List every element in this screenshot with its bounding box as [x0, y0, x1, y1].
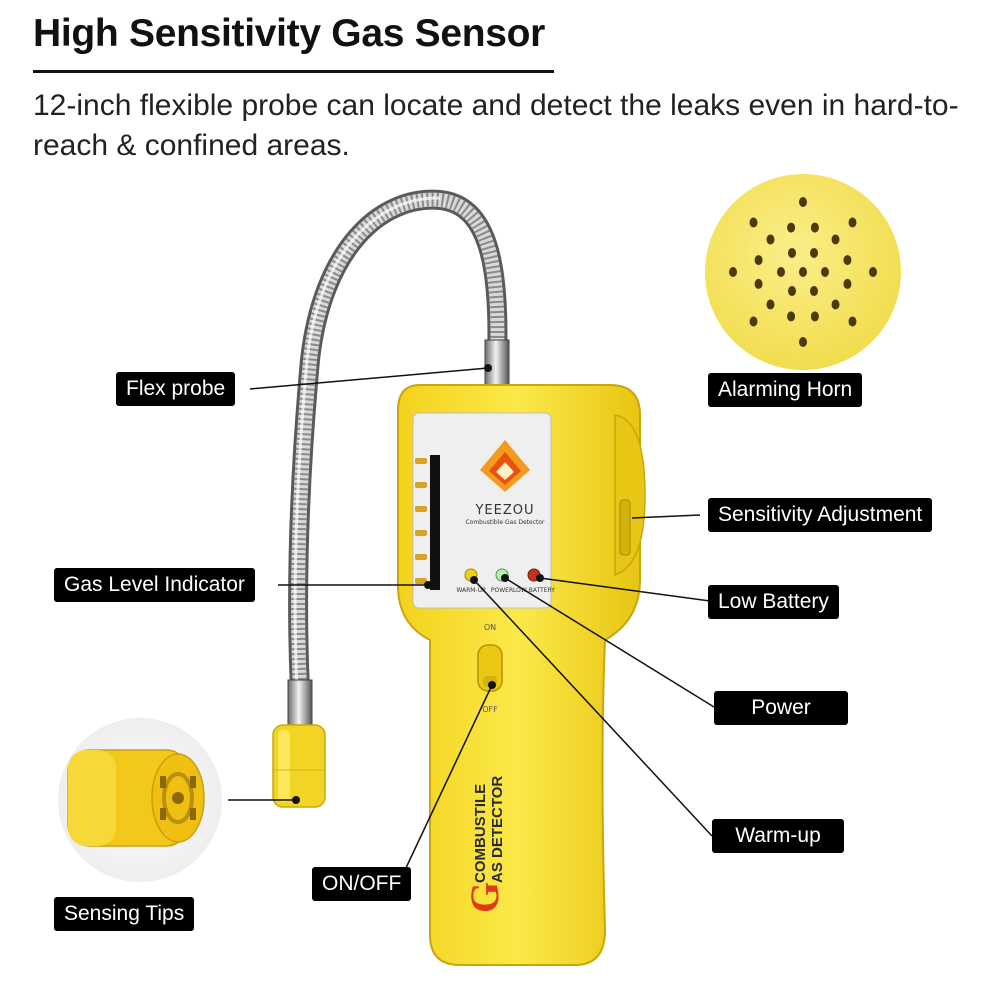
brand-name: YEEZOU [474, 503, 534, 518]
horn-hole [821, 267, 829, 277]
horn-hole [787, 311, 796, 322]
horn-hole [810, 286, 818, 297]
gas-level-leds [415, 458, 427, 584]
horn-hole [810, 311, 819, 322]
sensitivity-knob[interactable] [619, 499, 631, 556]
horn-hole [754, 255, 763, 266]
label-alarming-horn: Alarming Horn [708, 373, 863, 407]
horn-hole [843, 255, 852, 266]
label-flex-probe: Flex probe [116, 372, 236, 406]
horn-hole [777, 267, 785, 277]
horn-hole [799, 337, 807, 347]
switch-off-label: OFF [482, 705, 498, 714]
label-on-off: ON/OFF [312, 867, 412, 901]
sensing-tips-closeup [58, 718, 222, 882]
low-battery-led-label: LOW BATTERY [513, 587, 555, 594]
side-text-line2: AS DETECTOR [489, 776, 506, 883]
callout-dots [292, 364, 544, 804]
probe-tip [272, 724, 326, 808]
horn-hole [810, 222, 819, 233]
power-led-label: POWER [491, 587, 513, 594]
horn-hole [749, 217, 758, 228]
callout-lines [228, 367, 715, 871]
horn-hole [788, 247, 796, 258]
brand-logo [480, 440, 530, 492]
horn-hole [843, 278, 852, 289]
detector-body: YEEZOU Combustible Gas Detector WARM-UP … [397, 384, 646, 966]
label-power: Power [714, 691, 848, 725]
title-underline [33, 70, 554, 73]
switch-on-label: ON [484, 623, 496, 632]
horn-hole [787, 222, 796, 233]
horn-hole [754, 278, 763, 289]
page-title: High Sensitivity Gas Sensor [33, 12, 546, 55]
horn-hole [766, 234, 775, 245]
alarming-horn-closeup [705, 174, 901, 370]
horn-hole [848, 316, 857, 327]
label-sensitivity-adjustment: Sensitivity Adjustment [708, 498, 933, 532]
horn-hole [788, 286, 796, 297]
horn-hole [848, 217, 857, 228]
horn-hole [729, 267, 737, 277]
brand-subtitle: Combustible Gas Detector [465, 519, 545, 526]
horn-hole [799, 197, 807, 207]
label-warm-up: Warm-up [712, 819, 844, 853]
label-sensing-tips: Sensing Tips [54, 897, 195, 931]
horn-hole [831, 299, 840, 310]
horn-hole [810, 247, 818, 258]
horn-hole [766, 299, 775, 310]
label-low-battery: Low Battery [708, 585, 839, 619]
horn-hole [831, 234, 840, 245]
page-subtitle: 12-inch flexible probe can locate and de… [33, 89, 959, 162]
label-gas-level-indicator: Gas Level Indicator [54, 568, 255, 602]
horn-hole [749, 316, 758, 327]
side-text-line1: COMBUSTILE [472, 784, 489, 883]
side-logo-g: G [462, 882, 507, 913]
warm-up-led-label: WARM-UP [456, 587, 486, 594]
horn-hole [799, 267, 807, 277]
horn-hole [869, 267, 877, 277]
